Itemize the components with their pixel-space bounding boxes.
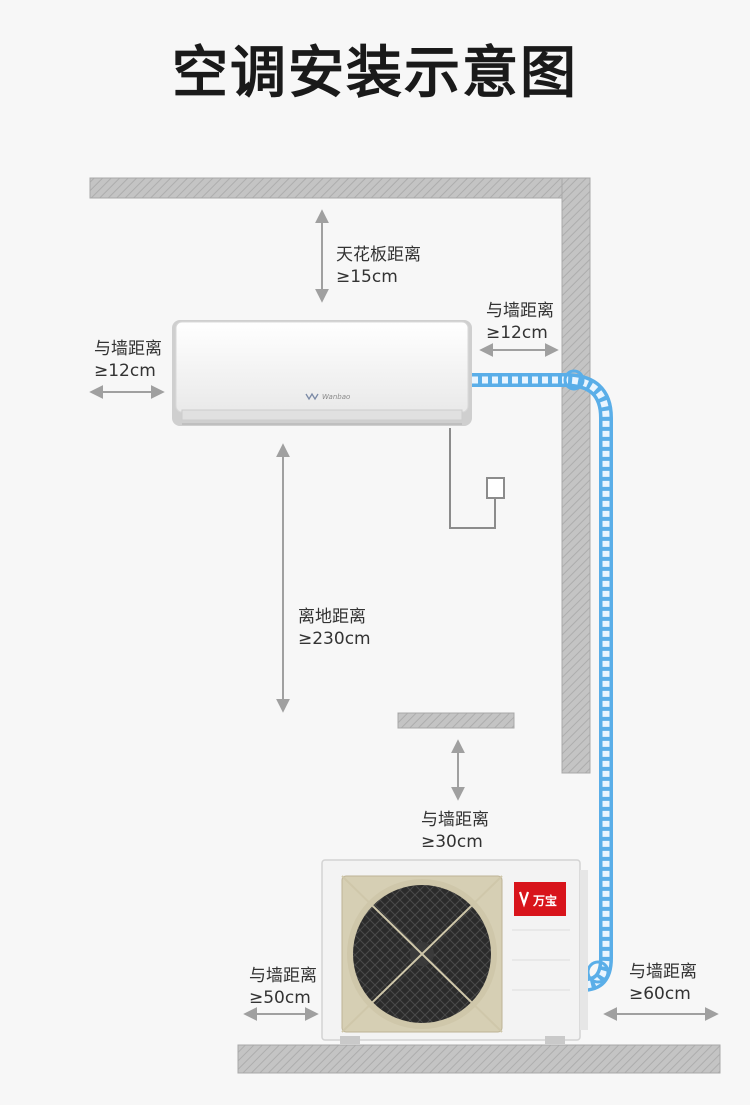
overhang-slab: [397, 712, 515, 729]
outdoor-right-clearance-label: 与墙距离 ≥60cm: [629, 962, 697, 1004]
page-title: 空调安装示意图: [172, 41, 578, 106]
wanbao-logo-icon: [518, 891, 530, 908]
power-socket: [486, 477, 505, 499]
outdoor-top-clearance-label: 与墙距离 ≥30cm: [421, 810, 489, 852]
right-wall: [561, 177, 591, 774]
outdoor-unit: 万宝: [321, 859, 588, 1044]
indoor-unit: Wanbao: [172, 320, 472, 426]
left-wall-clearance-label: 与墙距离 ≥12cm: [94, 339, 162, 381]
ceiling-clearance-label: 天花板距离 ≥15cm: [336, 245, 421, 287]
ceiling-wall: [89, 177, 591, 199]
right-wall-clearance-label: 与墙距离 ≥12cm: [486, 301, 554, 343]
floor-clearance-label: 离地距离 ≥230cm: [298, 607, 371, 649]
outdoor-left-clearance-label: 与墙距离 ≥50cm: [249, 966, 317, 1008]
wanbao-logo-icon: [305, 392, 319, 401]
power-cable: [449, 428, 505, 529]
outdoor-brand-text: 万宝: [532, 893, 557, 908]
floor-slab: [237, 1044, 721, 1074]
indoor-brand-text: Wanbao: [322, 393, 350, 401]
